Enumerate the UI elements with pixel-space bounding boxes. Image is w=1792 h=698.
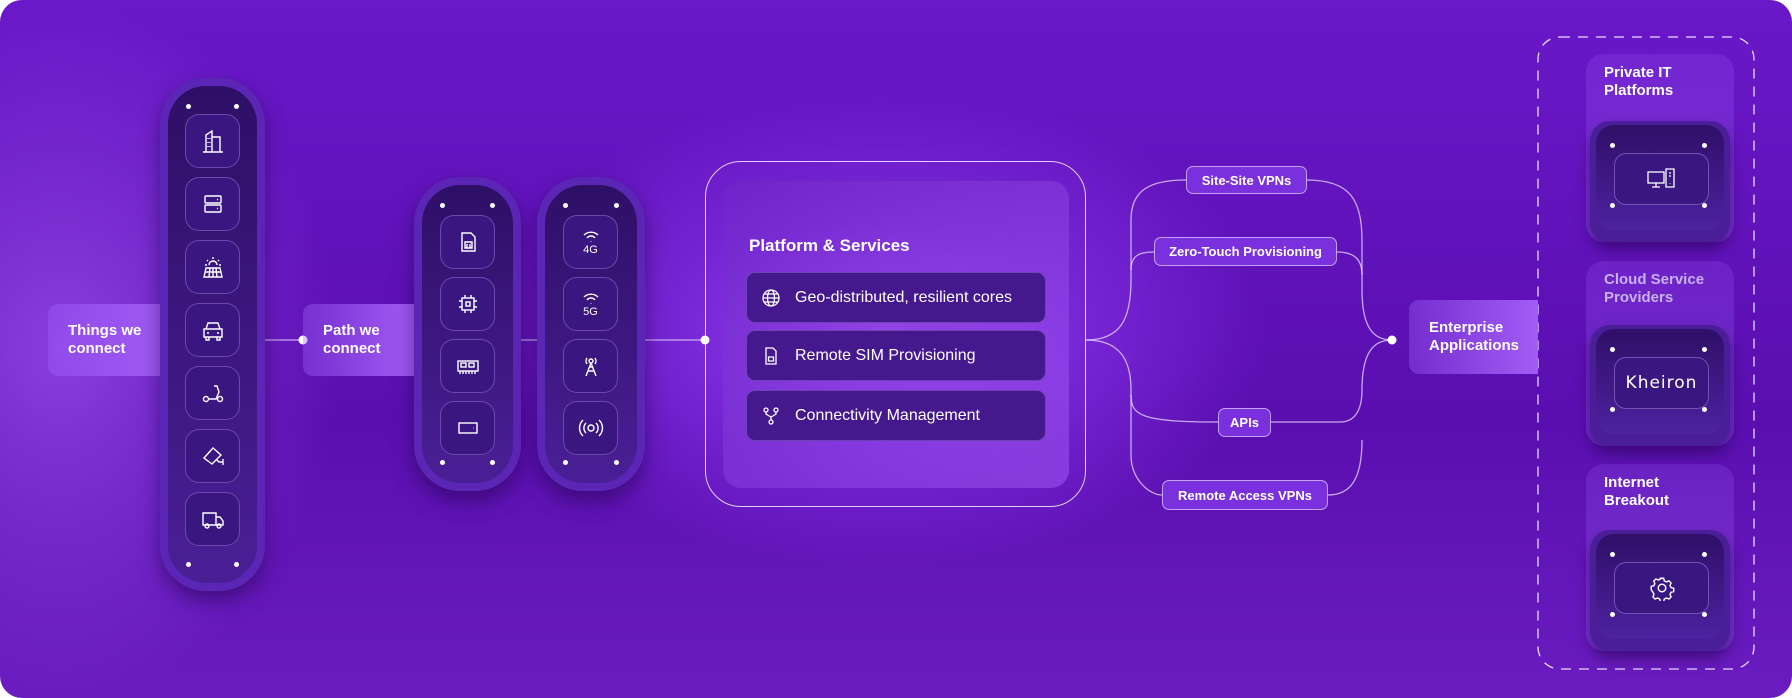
platform-box — [705, 161, 1086, 507]
sim-card-icon — [440, 215, 495, 269]
networks-column: 4G 5G — [537, 177, 645, 491]
things-we-connect-label: Things we connect — [48, 304, 160, 376]
device-icon — [440, 401, 495, 455]
solar-panel-icon — [185, 240, 240, 294]
wifi-4g-tile: 4G — [563, 215, 618, 269]
internet-breakout-card: Internet Breakout — [1586, 464, 1734, 651]
sim-card-icon — [765, 346, 777, 365]
scooter-icon — [185, 366, 240, 420]
platform-item: Geo-distributed, resilient cores — [746, 272, 1046, 323]
platform-item-label: Connectivity Management — [795, 406, 980, 424]
platform-item-label: Geo-distributed, resilient cores — [795, 288, 1012, 306]
modules-column — [414, 177, 521, 491]
wifi-icon — [583, 293, 598, 304]
car-icon — [185, 303, 240, 357]
things-column — [160, 78, 265, 591]
wifi-5g-tile: 5G — [563, 277, 618, 331]
wifi-icon — [583, 231, 598, 242]
truck-icon — [185, 492, 240, 546]
platform-item-label: Remote SIM Provisioning — [795, 346, 976, 364]
platform-title: Platform & Services — [749, 236, 910, 255]
platform-item: Remote SIM Provisioning — [746, 330, 1046, 381]
cell-tower-icon — [563, 339, 618, 393]
globe-icon — [762, 288, 780, 307]
network-label: 5G — [583, 306, 598, 318]
apis-pill: APIs — [1218, 408, 1271, 437]
computer-server-icon — [1614, 153, 1709, 205]
network-branch-icon — [763, 406, 779, 425]
gear-icon — [1614, 562, 1709, 614]
path-we-connect-label: Path we connect — [303, 304, 414, 376]
network-label: 4G — [583, 244, 598, 256]
destination-label: Cloud Service Providers — [1604, 271, 1705, 306]
site-site-vpns-pill: Site-Site VPNs — [1186, 166, 1307, 194]
broadcast-icon — [563, 401, 618, 455]
platform-item: Connectivity Management — [746, 390, 1046, 441]
remote-access-vpns-pill: Remote Access VPNs — [1162, 480, 1328, 510]
private-it-platforms-card: Private IT Platforms — [1586, 54, 1734, 242]
zero-touch-provisioning-pill: Zero-Touch Provisioning — [1154, 237, 1337, 266]
chip-icon — [440, 277, 495, 331]
enterprise-applications-label: Enterprise Applications — [1409, 300, 1538, 374]
server-icon — [185, 177, 240, 231]
cloud-service-providers-card: Cloud Service Providers Kheiron — [1586, 261, 1734, 446]
building-icon — [185, 114, 240, 168]
cctv-camera-icon — [185, 429, 240, 483]
destination-label: Internet Breakout — [1604, 474, 1670, 509]
kheiron-logo-text: Kheiron — [1625, 373, 1698, 393]
memory-module-icon — [440, 339, 495, 393]
destination-label: Private IT Platforms — [1604, 64, 1674, 99]
kheiron-logo: Kheiron — [1614, 357, 1709, 409]
